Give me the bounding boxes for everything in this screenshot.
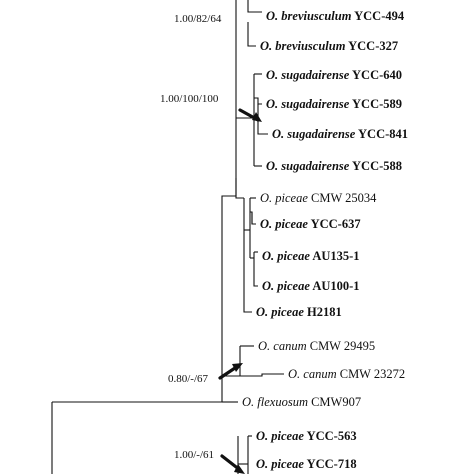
branch bbox=[235, 178, 244, 199]
taxon-label: O. piceae AU135-1 bbox=[262, 249, 360, 263]
taxon-label: O. piceae AU100-1 bbox=[262, 279, 360, 293]
branch bbox=[240, 373, 284, 377]
support-value: 0.80/-/67 bbox=[168, 373, 209, 385]
taxon-label: O. piceae YCC-563 bbox=[256, 429, 357, 443]
arrow-icon bbox=[238, 108, 262, 122]
branch bbox=[250, 211, 256, 225]
tree-branches bbox=[51, 0, 284, 474]
arrow-icon bbox=[218, 363, 243, 380]
taxon-label: O. piceae YCC-637 bbox=[260, 217, 361, 231]
support-arrows bbox=[218, 108, 262, 474]
taxon-label: O. sugadairense YCC-841 bbox=[272, 127, 408, 141]
branch bbox=[257, 104, 268, 135]
taxon-label: O. piceae YCC-718 bbox=[256, 457, 357, 471]
taxon-label: O. canum CMW 23272 bbox=[288, 367, 405, 381]
taxon-label: O. flexuosum CMW907 bbox=[242, 395, 361, 409]
taxon-label: O. sugadairense YCC-640 bbox=[266, 68, 402, 82]
branch bbox=[243, 198, 252, 313]
support-value: 1.00/82/64 bbox=[174, 13, 222, 25]
branch bbox=[247, 22, 256, 47]
branch bbox=[247, 0, 262, 13]
support-value: 1.00/-/61 bbox=[174, 449, 214, 461]
arrow-icon bbox=[220, 454, 245, 474]
taxon-label: O. piceae CMW 25034 bbox=[260, 191, 377, 205]
branch bbox=[254, 97, 262, 105]
taxon-label: O. canum CMW 29495 bbox=[258, 339, 375, 353]
taxon-label: O. breviusculum YCC-494 bbox=[266, 9, 405, 23]
taxon-label: O. sugadairense YCC-589 bbox=[266, 97, 402, 111]
taxon-label: O. piceae H2181 bbox=[256, 305, 342, 319]
support-values: 1.00/82/64 1.00/100/100 0.80/-/67 1.00/-… bbox=[160, 13, 222, 461]
taxon-labels: O. breviusculum YCC-494 O. breviusculum … bbox=[242, 9, 408, 471]
taxon-label: O. sugadairense YCC-588 bbox=[266, 159, 402, 173]
branch bbox=[221, 178, 237, 402]
support-value: 1.00/100/100 bbox=[160, 93, 219, 105]
taxon-label: O. breviusculum YCC-327 bbox=[260, 39, 398, 53]
branch bbox=[253, 252, 258, 287]
